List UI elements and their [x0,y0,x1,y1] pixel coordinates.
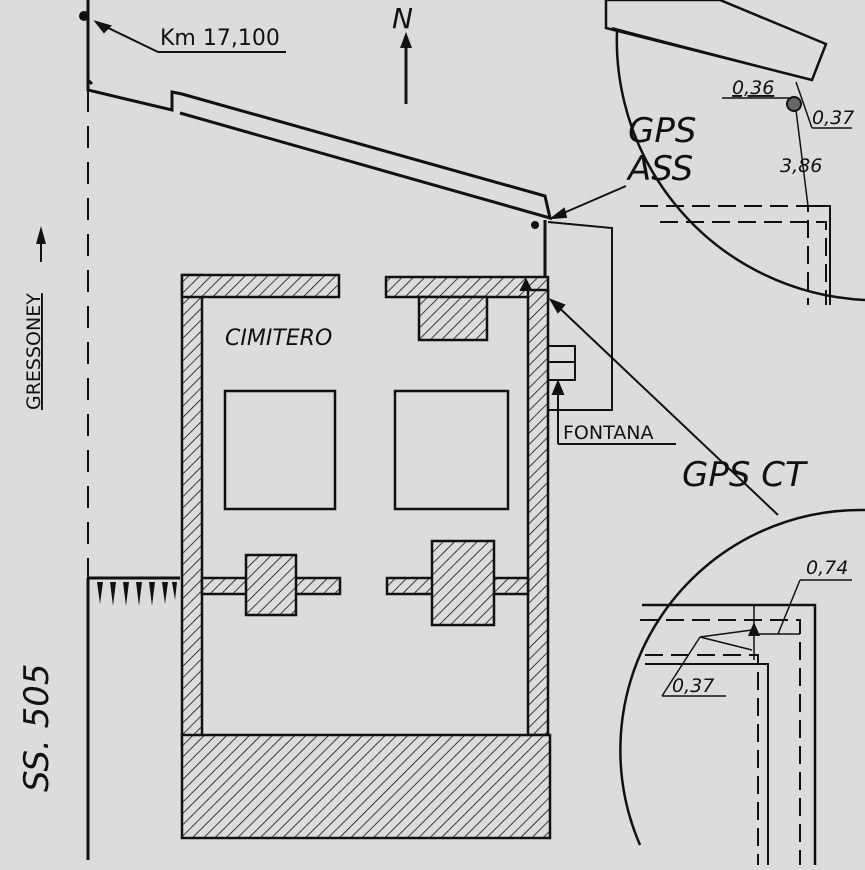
km-leader [93,20,286,53]
ct-horizontal-measure: 0,74 [806,557,848,579]
cimitero-label: CIMITERO [225,326,332,351]
cross-left [200,553,342,617]
gps-ass-label-line2: ASS [626,149,693,189]
detail-circle-ass [604,0,865,305]
grave-plots [223,389,510,511]
km-label: Km 17,100 [160,26,280,51]
gressoney-label: GRESSONEY [23,293,45,410]
boundary-lines [86,0,180,860]
gps-ct-label: GPS CT [682,455,808,495]
ass-distance-measure: 3,86 [780,155,822,177]
road-label: SS. 505 [17,664,57,792]
annex-building [547,221,613,411]
km-marker-point [79,11,89,21]
inner-outline [201,297,529,735]
fontana-leader [551,379,676,445]
gps-ct-leader [519,277,779,516]
cross-right [385,539,530,627]
gressoney-direction: GRESSONEY [23,226,46,410]
gps-ass-leader [548,185,627,220]
gps-ass-point [531,221,539,229]
north-arrow: N [392,2,413,104]
ct-vertical-measure: 0,37 [672,675,714,697]
fontana-label: FONTANA [563,422,653,444]
detail-circle-ct [619,508,865,865]
ass-vertical-measure: 0,37 [812,107,854,129]
north-label: N [392,2,413,35]
gps-ass-label-line1: GPS [628,111,696,151]
embankment-ticks [97,582,177,606]
ass-horizontal-measure: 0,36 [732,77,774,99]
